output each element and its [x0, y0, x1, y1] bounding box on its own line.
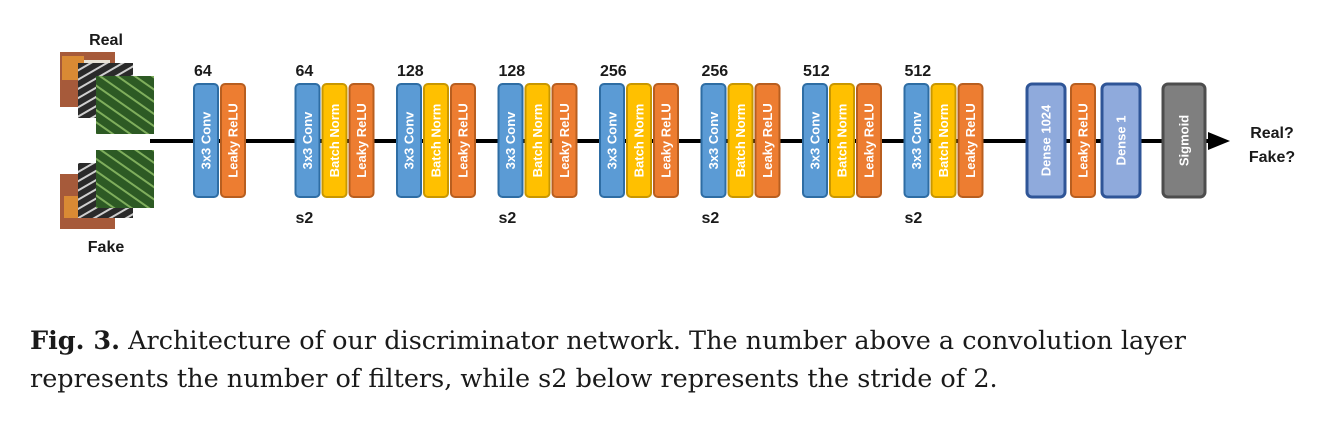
leaky-relu-text: Leaky ReLU — [963, 103, 978, 177]
batch-norm-text: Batch Norm — [733, 104, 748, 178]
batch-norm-block — [423, 83, 449, 198]
output-label-fake: Fake? — [1249, 149, 1295, 166]
conv-block — [700, 83, 727, 198]
leaky-relu-block — [220, 83, 246, 198]
leaky-relu-text: Leaky ReLU — [862, 103, 877, 177]
fake-input-label: Fake — [88, 239, 125, 256]
discriminator-diagram: Real Fake 64 3x3 Conv Leaky ReLU 64 3x3 Conv… — [60, 32, 1295, 256]
conv-text: 3x3 Conv — [706, 111, 721, 170]
sigmoid-text: Sigmoid — [1177, 115, 1192, 166]
batch-norm-text: Batch Norm — [835, 104, 850, 178]
stride-label: s2 — [905, 210, 923, 227]
dense-1-text: Dense 1 — [1114, 116, 1129, 166]
real-image-stack — [60, 52, 154, 134]
leaky-relu-text: Leaky ReLU — [354, 103, 369, 177]
dense-1024-text: Dense 1024 — [1039, 104, 1054, 176]
leaky-relu-block — [551, 83, 578, 198]
leaky-relu-text: Leaky ReLU — [659, 103, 674, 177]
conv-groups: 64 3x3 Conv Leaky ReLU 64 3x3 Conv Batch Norm… — [193, 63, 984, 227]
filter-count-label: 512 — [803, 63, 830, 80]
conv-block — [497, 83, 524, 198]
conv-text: 3x3 Conv — [402, 111, 417, 170]
conv-text: 3x3 Conv — [605, 111, 620, 170]
batch-norm-block — [626, 83, 652, 198]
leaky-relu-text: Leaky ReLU — [557, 103, 572, 177]
stride-label: s2 — [296, 210, 314, 227]
batch-norm-text: Batch Norm — [936, 104, 951, 178]
filter-count-label: 64 — [296, 63, 314, 80]
conv-group-7: 512 3x3 Conv Batch Norm Leaky ReLU — [802, 63, 882, 198]
conv-group-2: 64 3x3 Conv Batch Norm Leaky ReLU s2 — [294, 63, 375, 227]
output-label-real: Real? — [1250, 125, 1294, 142]
stride-label: s2 — [499, 210, 517, 227]
leaky-relu-block — [957, 83, 984, 198]
conv-block — [802, 83, 828, 198]
leaky-relu-block — [754, 83, 781, 198]
figure-caption: Fig. 3. Architecture of our discriminato… — [30, 322, 1310, 398]
conv-text: 3x3 Conv — [300, 111, 315, 170]
real-image-front — [96, 76, 154, 134]
conv-group-4: 128 3x3 Conv Batch Norm Leaky ReLU s2 — [497, 63, 578, 227]
batch-norm-block — [524, 83, 551, 198]
conv-block — [294, 83, 321, 198]
conv-block — [193, 83, 219, 198]
conv-group-3: 128 3x3 Conv Batch Norm Leaky ReLU — [396, 63, 476, 198]
batch-norm-block — [930, 83, 957, 198]
batch-norm-text: Batch Norm — [327, 104, 342, 178]
sigmoid-block: Sigmoid — [1161, 82, 1207, 199]
batch-norm-text: Batch Norm — [429, 104, 444, 178]
conv-text: 3x3 Conv — [503, 111, 518, 170]
batch-norm-block — [829, 83, 855, 198]
leaky-relu-head-text: Leaky ReLU — [1076, 103, 1091, 177]
batch-norm-block — [727, 83, 754, 198]
dense-1-block: Dense 1 — [1100, 82, 1142, 199]
conv-block — [599, 83, 625, 198]
batch-norm-block — [321, 83, 348, 198]
filter-count-label: 128 — [397, 63, 424, 80]
filter-count-label: 256 — [600, 63, 627, 80]
conv-group-8: 512 3x3 Conv Batch Norm Leaky ReLU s2 — [903, 63, 984, 227]
fake-image-front — [96, 150, 154, 208]
conv-block — [396, 83, 422, 198]
conv-group-6: 256 3x3 Conv Batch Norm Leaky ReLU s2 — [700, 63, 781, 227]
leaky-relu-block — [450, 83, 476, 198]
leaky-relu-text: Leaky ReLU — [456, 103, 471, 177]
filter-count-label: 256 — [702, 63, 729, 80]
filter-count-label: 64 — [194, 63, 212, 80]
fake-image-stack — [60, 150, 154, 229]
stride-label: s2 — [702, 210, 720, 227]
conv-group-1: 64 3x3 Conv Leaky ReLU — [193, 63, 246, 198]
caption-label: Fig. 3. — [30, 326, 120, 356]
batch-norm-text: Batch Norm — [632, 104, 647, 178]
output-arrowhead — [1208, 132, 1230, 150]
real-input-label: Real — [89, 32, 123, 49]
filter-count-label: 128 — [499, 63, 526, 80]
leaky-relu-block — [348, 83, 375, 198]
leaky-relu-text: Leaky ReLU — [226, 103, 241, 177]
conv-block — [903, 83, 930, 198]
leaky-relu-block — [653, 83, 679, 198]
conv-text: 3x3 Conv — [909, 111, 924, 170]
leaky-relu-block — [856, 83, 882, 198]
batch-norm-text: Batch Norm — [530, 104, 545, 178]
leaky-relu-text: Leaky ReLU — [760, 103, 775, 177]
filter-count-label: 512 — [905, 63, 932, 80]
conv-text: 3x3 Conv — [808, 111, 823, 170]
leaky-relu-head-block: Leaky ReLU — [1070, 83, 1096, 198]
conv-group-5: 256 3x3 Conv Batch Norm Leaky ReLU — [599, 63, 679, 198]
conv-text: 3x3 Conv — [199, 111, 214, 170]
caption-text: Architecture of our discriminator networ… — [30, 326, 1186, 394]
dense-1024-block: Dense 1024 — [1025, 82, 1067, 199]
